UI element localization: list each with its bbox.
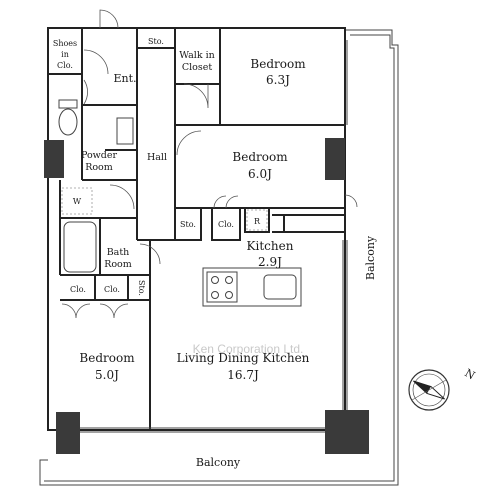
label-shoes-line3: Clo. (57, 61, 73, 70)
label-washer: W (73, 197, 82, 206)
structural-pillars (44, 138, 369, 454)
fixtures (58, 99, 302, 307)
label-shoes-line2: in (61, 50, 69, 59)
label-closet-left: Clo. (70, 285, 86, 294)
interior-walls (47, 27, 345, 430)
label-bath-line1: Bath (107, 247, 130, 258)
label-kitchen-size: 2.9J (258, 255, 282, 269)
label-bedroom-3-size: 5.0J (95, 368, 119, 382)
label-bedroom-1-name: Bedroom (250, 57, 306, 71)
exterior-walls (47, 27, 346, 431)
label-hall: Hall (147, 152, 167, 163)
label-entrance: Ent. (113, 72, 136, 85)
room-labels: Shoes in Clo. Sto. Walk in Closet Bedroo… (53, 37, 377, 469)
label-bedroom-2-name: Bedroom (232, 150, 288, 164)
label-balcony-side: Balcony (364, 235, 377, 280)
balcony-outline (39, 29, 399, 486)
label-walk-in-line1: Walk in (179, 50, 215, 61)
label-bath-line2: Room (104, 259, 132, 270)
label-ldk-size: 16.7J (227, 368, 259, 382)
label-closet-right: Clo. (104, 285, 120, 294)
label-powder-line2: Room (85, 162, 113, 173)
label-shoes-line1: Shoes (53, 39, 77, 48)
label-refrigerator: R (254, 217, 261, 226)
label-ldk-name: Living Dining Kitchen (177, 351, 310, 365)
label-closet-mid: Clo. (218, 220, 234, 229)
door-swings (61, 9, 358, 319)
label-bedroom-3-name: Bedroom (79, 351, 135, 365)
compass-icon (408, 369, 450, 411)
watermark: Ken Corporation Ltd. (193, 342, 304, 356)
label-storage-small: Sto. (137, 280, 146, 296)
compass-north-label: N (462, 366, 477, 382)
label-kitchen-name: Kitchen (247, 239, 294, 253)
label-bedroom-2-size: 6.0J (248, 167, 272, 181)
label-powder-line1: Powder (81, 150, 118, 161)
label-bedroom-1-size: 6.3J (266, 73, 290, 87)
label-storage-top: Sto. (148, 37, 164, 46)
label-storage-mid: Sto. (180, 220, 196, 229)
windows (80, 40, 348, 433)
label-balcony-bottom: Balcony (196, 456, 241, 469)
label-walk-in-line2: Closet (182, 62, 213, 73)
